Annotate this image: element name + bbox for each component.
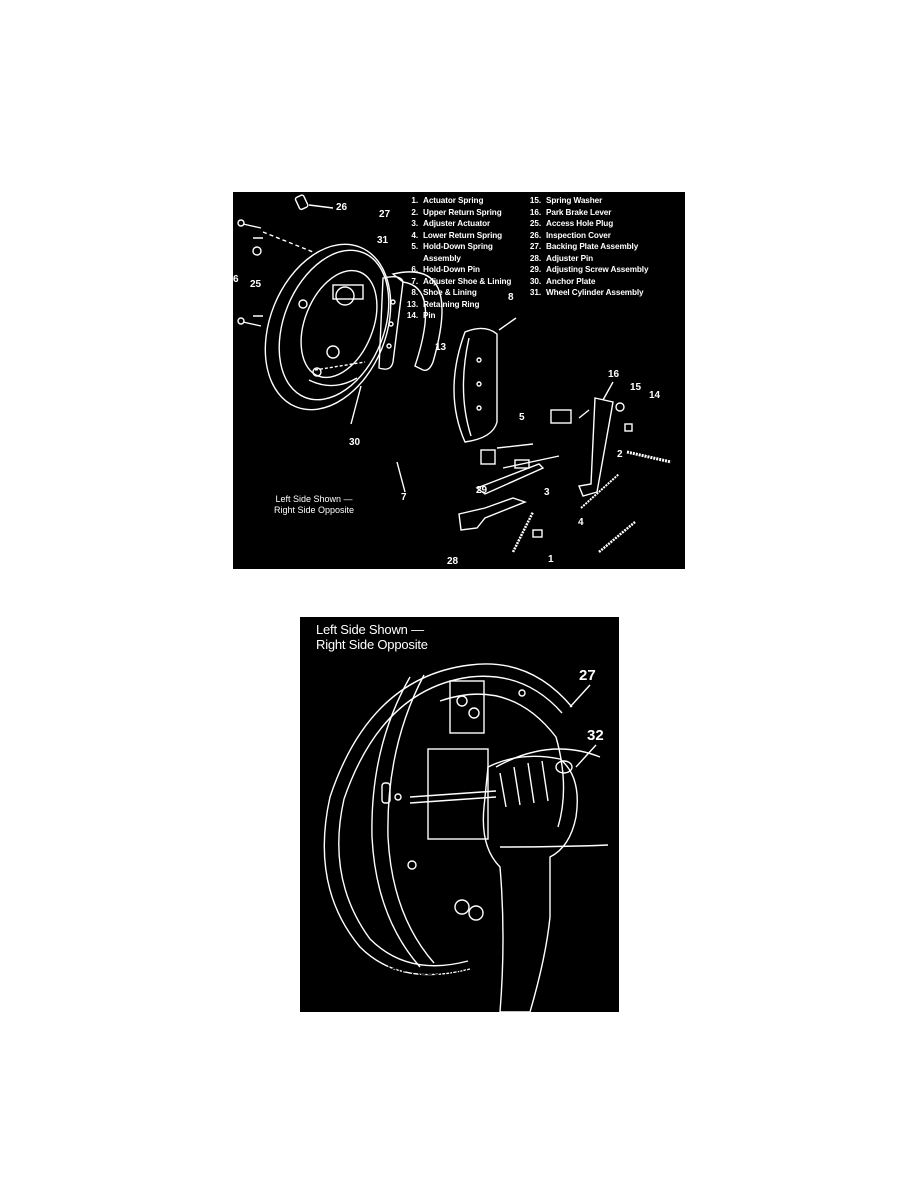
legend-row: 16.Park Brake Lever [529,207,612,217]
legend-row: 3.Adjuster Actuator [411,219,491,228]
callout-29-top: 29 [476,485,488,496]
figure2-legend: 27.Backing Plate Assembly 32.Screw Drive… [305,963,468,993]
callout-16: 16 [608,369,620,380]
callout-26: 26 [336,202,348,213]
exploded-brake-diagram: 1.Actuator Spring 2.Upper Return Spring … [233,192,685,569]
callout-25: 25 [250,279,262,290]
callout-32: 32 [587,727,604,744]
legend-row: 6.Hold-Down Pin [411,265,480,274]
legend-row: 4.Lower Return Spring [411,230,503,240]
callout-27: 27 [379,209,391,220]
callout-1: 1 [548,554,554,565]
legend-row: 27.Backing Plate Assembly [305,963,468,978]
callout-28: 28 [447,556,459,567]
callout-8: 8 [508,292,514,303]
callout-4: 4 [578,517,584,528]
side-note: Left Side Shown — Right Side Opposite [273,494,355,515]
parts-legend-left: 1.Actuator Spring 2.Upper Return Spring … [400,195,512,322]
callout-30: 30 [349,437,361,448]
legend-row: 26.Inspection Cover [529,230,611,240]
legend-row: 31.Wheel Cylinder Assembly [529,288,644,297]
legend-row: 2.Upper Return Spring [411,207,502,217]
legend-row: 25.Access Hole Plug [529,219,614,228]
exploded-brake-drawing [237,194,672,553]
legend-row: 27.Backing Plate Assembly [529,242,639,251]
callout-5: 5 [519,412,525,423]
callout-31: 31 [377,235,389,246]
callout-27: 27 [579,667,596,684]
legend-row: 5.Hold-Down Spring [411,242,493,251]
legend-row: 30.Anchor Plate [529,276,596,286]
legend-row: 15.Spring Washer [529,196,603,205]
callout-13: 13 [435,342,447,353]
side-note: Left Side Shown — Right Side Opposite [316,622,428,652]
legend-row: 8.Shoe & Lining [411,288,477,297]
callout-6: 6 [233,274,239,285]
legend-row: 28.Adjuster Pin [529,253,594,263]
callout-15: 15 [630,382,642,393]
legend-row: 29.Adjusting Screw Assembly [529,265,649,274]
callout-2: 2 [617,449,623,460]
legend-row: 7.Adjuster Shoe & Lining [411,276,512,286]
drum-screwdriver-drawing [323,663,609,1012]
callout-7: 7 [401,492,407,503]
legend-row: 14.Pin [406,311,436,320]
legend-row: 13.Retaining Ring [406,299,480,309]
legend-row: 1.Actuator Spring [411,196,484,205]
adjustment-photo-illustration: Left Side Shown — Right Side Opposite 27… [300,617,619,1012]
legend-row: Assembly [423,253,461,263]
legend-row: 32.Screw Driver [305,978,404,993]
callout-3: 3 [544,487,550,498]
callout-14: 14 [649,390,661,401]
parts-legend-right: 15.Spring Washer 16.Park Brake Lever 25.… [523,195,649,299]
